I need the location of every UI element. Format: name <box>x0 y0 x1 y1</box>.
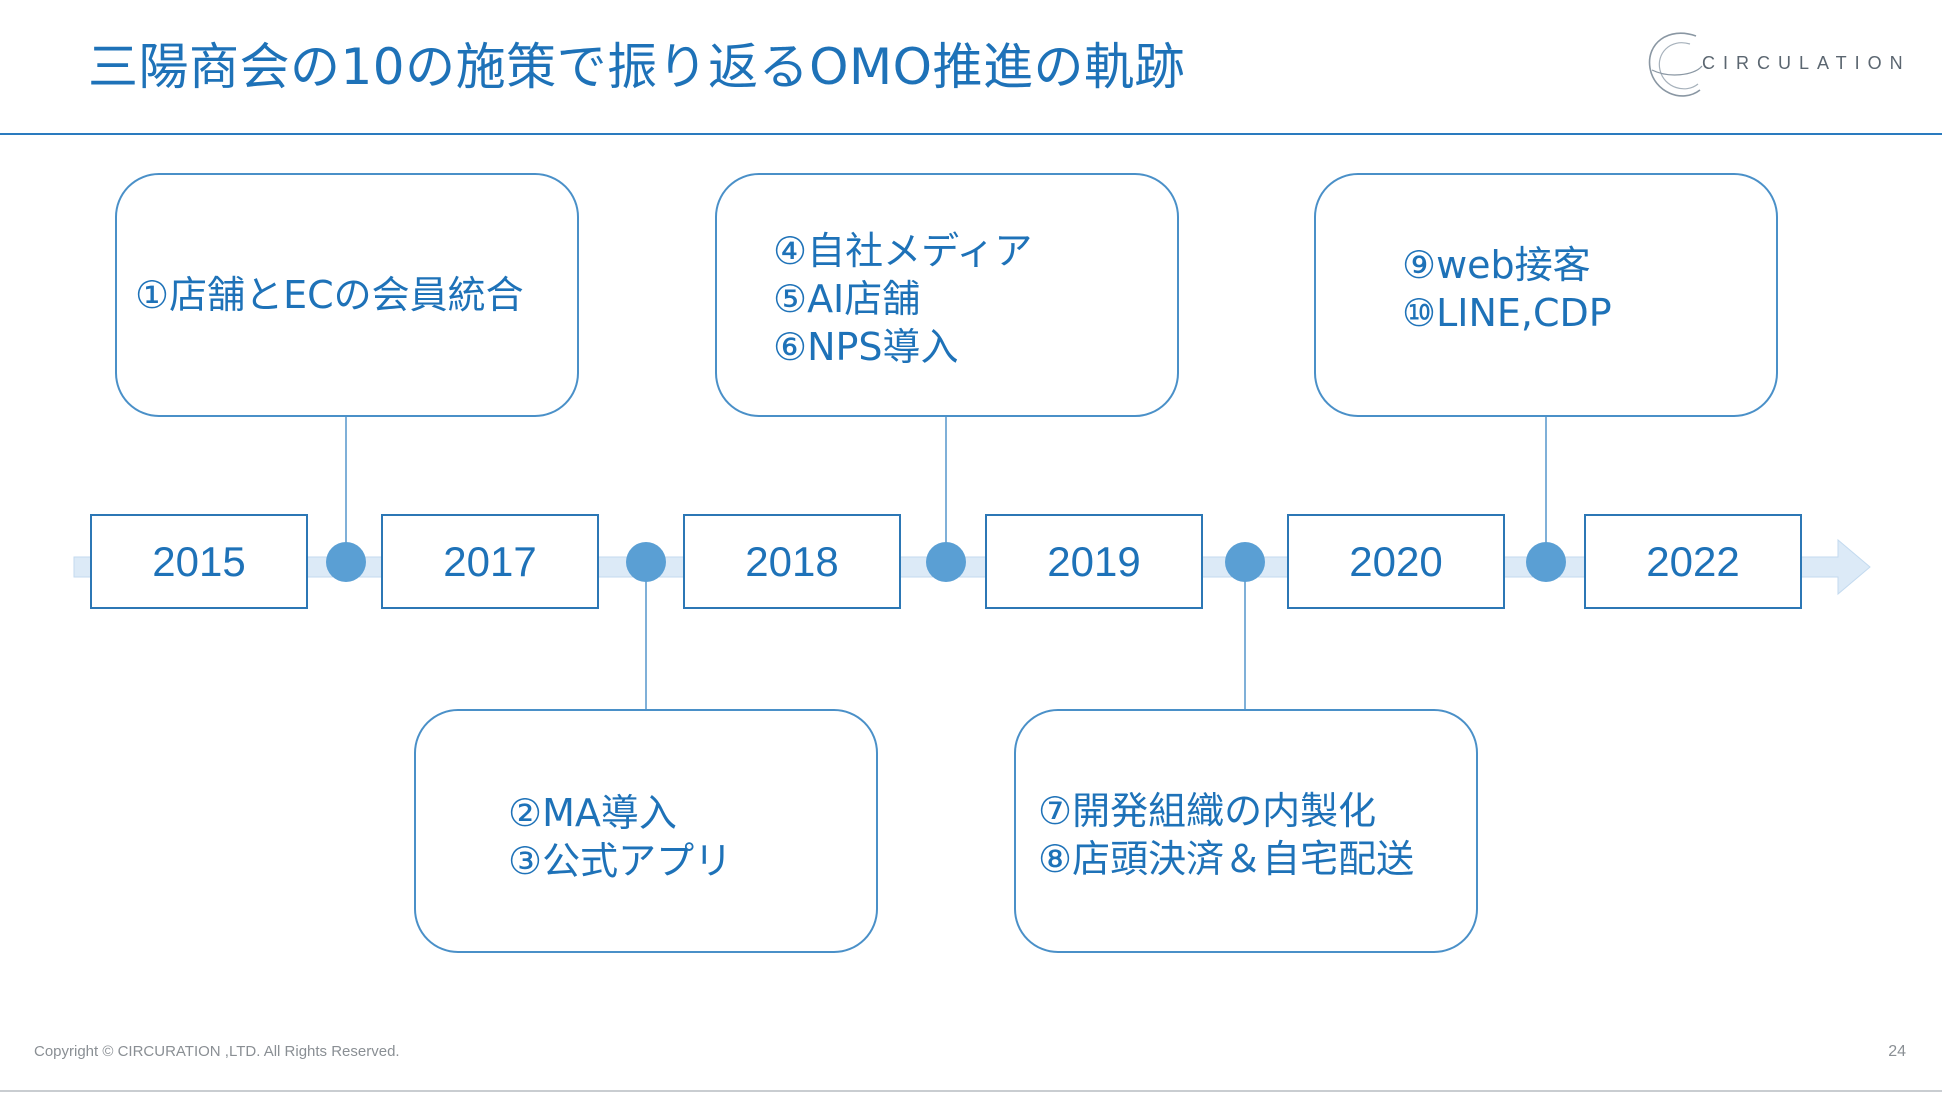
milestone-box: ①店舗とECの会員統合 <box>115 173 579 417</box>
header-divider <box>0 133 1942 135</box>
page-title: 三陽商会の10の施策で振り返るOMO推進の軌跡 <box>88 38 1185 96</box>
timeline-dot <box>1225 542 1265 582</box>
milestone-box: ②MA導入 ③公式アプリ <box>414 709 878 953</box>
timeline-dot <box>926 542 966 582</box>
milestone-text: ⑧店頭決済＆自宅配送 <box>1038 837 1415 881</box>
footer-divider <box>0 1090 1942 1092</box>
milestone-text: ⑩LINE,CDP <box>1402 291 1612 335</box>
year-box: 2020 <box>1287 514 1505 609</box>
milestone-text: ③公式アプリ <box>508 839 733 883</box>
year-box: 2022 <box>1584 514 1802 609</box>
milestone-text: ①店舗とECの会員統合 <box>135 273 524 317</box>
milestone-text: ⑨web接客 <box>1402 243 1591 287</box>
timeline-dot <box>626 542 666 582</box>
milestone-text: ⑥NPS導入 <box>773 325 959 369</box>
logo-swirl-icon <box>1648 32 1703 97</box>
milestone-box: ⑦開発組織の内製化 ⑧店頭決済＆自宅配送 <box>1014 709 1478 953</box>
year-box: 2015 <box>90 514 308 609</box>
brand-logo: CIRCULATION <box>1638 26 1903 106</box>
year-box: 2018 <box>683 514 901 609</box>
year-box: 2019 <box>985 514 1203 609</box>
timeline-dot <box>1526 542 1566 582</box>
milestone-text: ②MA導入 <box>508 791 677 835</box>
copyright-text: Copyright © CIRCURATION ,LTD. All Rights… <box>34 1043 400 1060</box>
milestone-box: ④自社メディア ⑤AI店舗 ⑥NPS導入 <box>715 173 1179 417</box>
timeline-dot <box>326 542 366 582</box>
timeline-arrow <box>73 538 1871 596</box>
page-number: 24 <box>1888 1043 1906 1060</box>
milestone-text: ⑦開発組織の内製化 <box>1038 789 1377 833</box>
milestone-box: ⑨web接客 ⑩LINE,CDP <box>1314 173 1778 417</box>
milestone-text: ⑤AI店舗 <box>773 277 921 321</box>
logo-wordmark: CIRCULATION <box>1702 53 1911 73</box>
year-box: 2017 <box>381 514 599 609</box>
milestone-text: ④自社メディア <box>773 229 1033 273</box>
